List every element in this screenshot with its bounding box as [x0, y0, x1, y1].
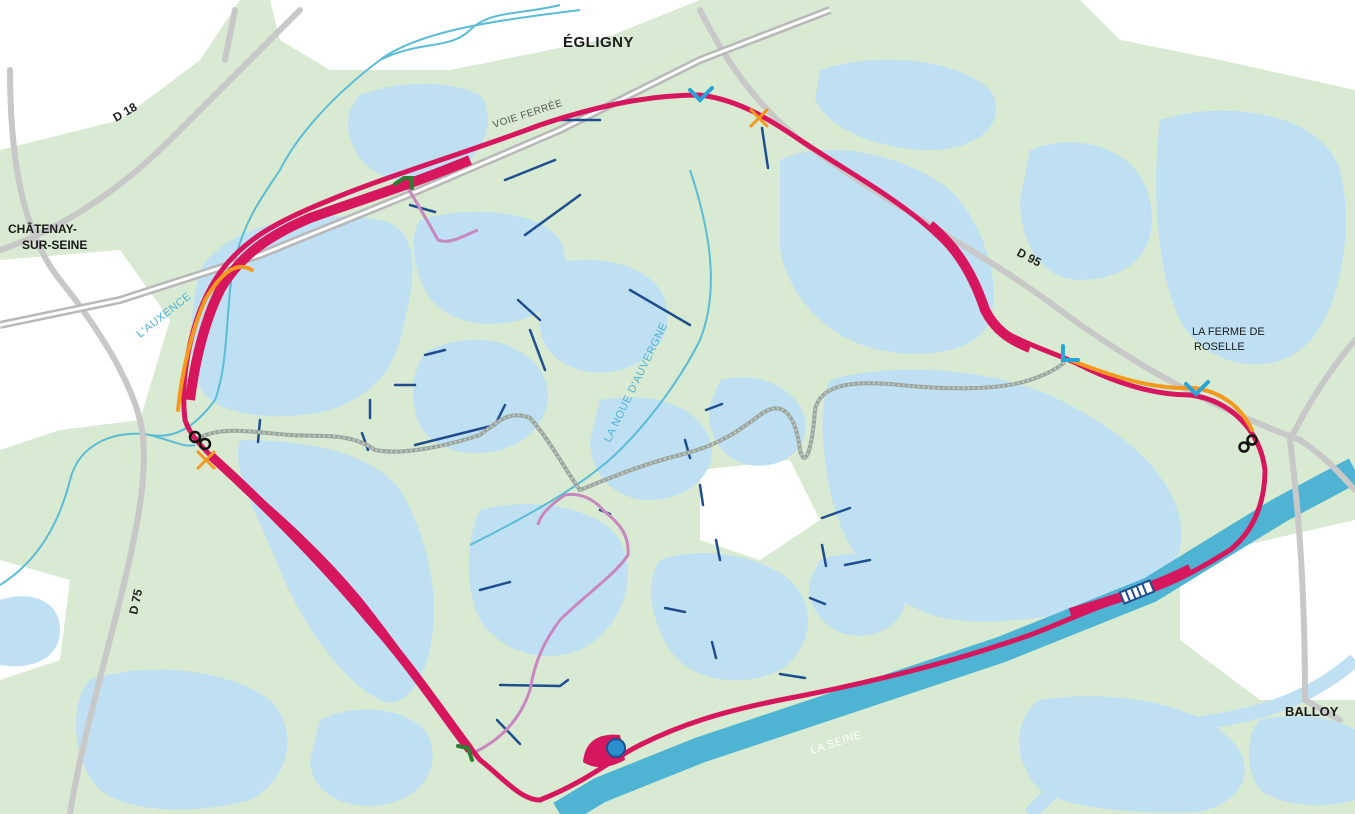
green-corner-icon[interactable]	[393, 176, 414, 190]
spur-paths	[403, 182, 630, 754]
seine-river	[553, 458, 1355, 814]
lock-circle-icon[interactable]	[606, 738, 626, 758]
gravel-path-dash	[194, 361, 1066, 492]
blue-chevron-icon[interactable]	[1184, 380, 1210, 397]
infinity-loop-icon[interactable]	[188, 430, 212, 451]
place-label-ferme-line2: ROSELLE	[1194, 341, 1245, 353]
place-label-egligny: ÉGLIGNY	[563, 34, 634, 51]
orange-x-crossing-icon[interactable]	[749, 108, 769, 128]
main-loop-wide-east	[926, 221, 1032, 353]
place-label-chatenay-line2: SUR-SEINE	[22, 238, 87, 252]
place-label-balloy: BALLOY	[1285, 704, 1339, 719]
green-corner-icon[interactable]	[456, 744, 474, 762]
bridge-hatch-icon[interactable]	[1118, 579, 1156, 605]
streams	[0, 4, 712, 586]
road-label-d75: D 75	[126, 588, 145, 616]
infinity-loop-icon[interactable]	[1238, 434, 1258, 453]
place-label-ferme-line1: LA FERME DE	[1192, 326, 1265, 338]
blue-chevron-icon[interactable]	[688, 86, 714, 103]
seine-side-channel	[1024, 654, 1355, 814]
main-loop-trail	[181, 92, 1268, 803]
main-loop-wide-north	[185, 155, 472, 401]
blue-corner-icon[interactable]	[1061, 344, 1080, 362]
orange-x-crossing-icon[interactable]	[196, 450, 216, 470]
railway-center	[0, 8, 831, 327]
dikes	[256, 118, 872, 746]
main-loop-wide-southwest	[206, 451, 474, 753]
place-label-chatenay-line1: CHÂTENAY-	[8, 221, 77, 236]
